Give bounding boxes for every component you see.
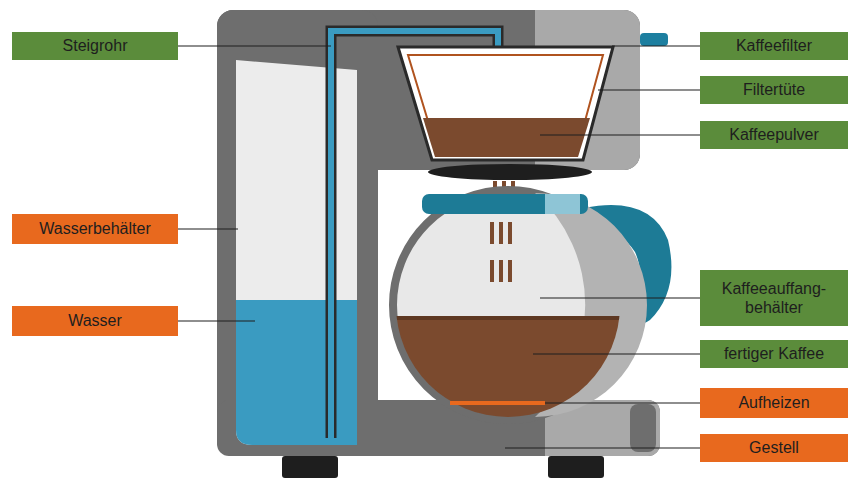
label-text: Aufheizen <box>738 393 809 412</box>
label-box: Aufheizen <box>700 388 848 418</box>
label-box: Filtertüte <box>700 76 848 104</box>
label-text: Kaffeefilter <box>736 36 812 55</box>
label-text: Gestell <box>749 438 799 457</box>
label-box: Kaffeefilter <box>700 32 848 60</box>
label-box: fertiger Kaffee <box>700 340 848 368</box>
label-text: Steigrohr <box>63 36 128 55</box>
label-text: Filtertüte <box>743 80 805 99</box>
label-text: Kaffeeauffang- behälter <box>706 279 842 317</box>
label-text: Wasserbehälter <box>39 219 150 238</box>
label-box: Gestell <box>700 434 848 462</box>
leader-lines <box>178 46 700 448</box>
label-box: Wasser <box>12 306 178 336</box>
label-box: Kaffeeauffang- behälter <box>700 270 848 326</box>
label-text: Kaffeepulver <box>729 125 819 144</box>
label-box: Kaffeepulver <box>700 121 848 149</box>
label-text: fertiger Kaffee <box>724 344 824 363</box>
label-box: Wasserbehälter <box>12 214 178 244</box>
label-box: Steigrohr <box>12 32 178 60</box>
label-text: Wasser <box>68 311 122 330</box>
